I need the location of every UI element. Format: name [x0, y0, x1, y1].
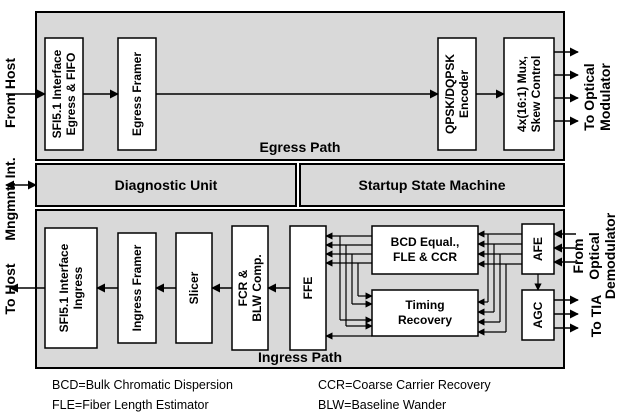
slicer-label: Slicer — [187, 271, 201, 305]
mngmnt-int-label: Mngmnt. Int. — [2, 157, 18, 241]
encoder-label: QPSK/DQPSK Encoder — [443, 54, 471, 135]
legend-bcd: BCD=Bulk Chromatic Dispersion — [52, 378, 233, 392]
ingress-framer-label: Ingress Framer — [130, 244, 144, 332]
legend-fle: FLE=Fiber Length Estimator — [52, 398, 209, 412]
to-host-label: To Host — [2, 263, 18, 315]
startup-state-machine-label: Startup State Machine — [358, 177, 506, 193]
agc-box — [521, 289, 555, 341]
legend-ccr: CCR=Coarse Carrier Recovery — [318, 378, 491, 392]
agc-label: AGC — [531, 301, 545, 329]
diagnostic-unit-box — [35, 163, 297, 207]
ingress-framer-box — [117, 232, 157, 344]
bcd-label: BCD Equal., FLE & CCR — [390, 235, 460, 264]
timing-label: Timing Recovery — [397, 298, 453, 327]
startup-state-machine-box — [299, 163, 565, 207]
mux-label: 4x(16:1) Mux, Skew Control — [515, 55, 543, 133]
encoder-box — [437, 37, 477, 151]
egress-framer-label: Egress Framer — [130, 51, 144, 137]
from-host-label: From Host — [2, 58, 18, 128]
timing-box — [371, 289, 479, 337]
legend-blw: BLW=Baseline Wander — [318, 398, 447, 412]
bcd-box — [371, 225, 479, 275]
fcr-label: FCR & BLW Comp. — [236, 254, 264, 322]
afe-box — [521, 223, 555, 275]
diagnostic-unit-label: Diagnostic Unit — [114, 177, 218, 193]
sfi-egress-label: SFI5.1 Interface Egress & FIFO — [50, 49, 78, 139]
slicer-box — [175, 232, 213, 344]
ffe-label: FFE — [301, 276, 315, 300]
sfi-ingress-label: SFI5.1 Interface Ingress — [57, 243, 85, 333]
sfi-egress-box — [44, 37, 84, 151]
egress-path-title: Egress Path — [259, 139, 341, 155]
ingress-path-title: Ingress Path — [257, 349, 343, 365]
to-tia-label: To TIA — [588, 294, 604, 338]
afe-label: AFE — [531, 237, 545, 261]
to-optical-modulator-label: To Optical Modulator — [581, 63, 613, 131]
